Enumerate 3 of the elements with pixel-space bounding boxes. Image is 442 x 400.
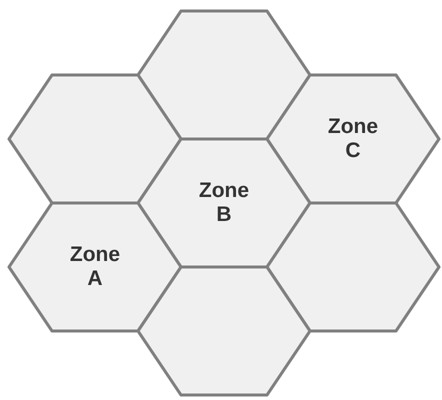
zone-label: Zone B [198, 179, 250, 227]
zone-label: Zone A [68, 243, 122, 291]
zone-label: Zone C [326, 115, 380, 163]
